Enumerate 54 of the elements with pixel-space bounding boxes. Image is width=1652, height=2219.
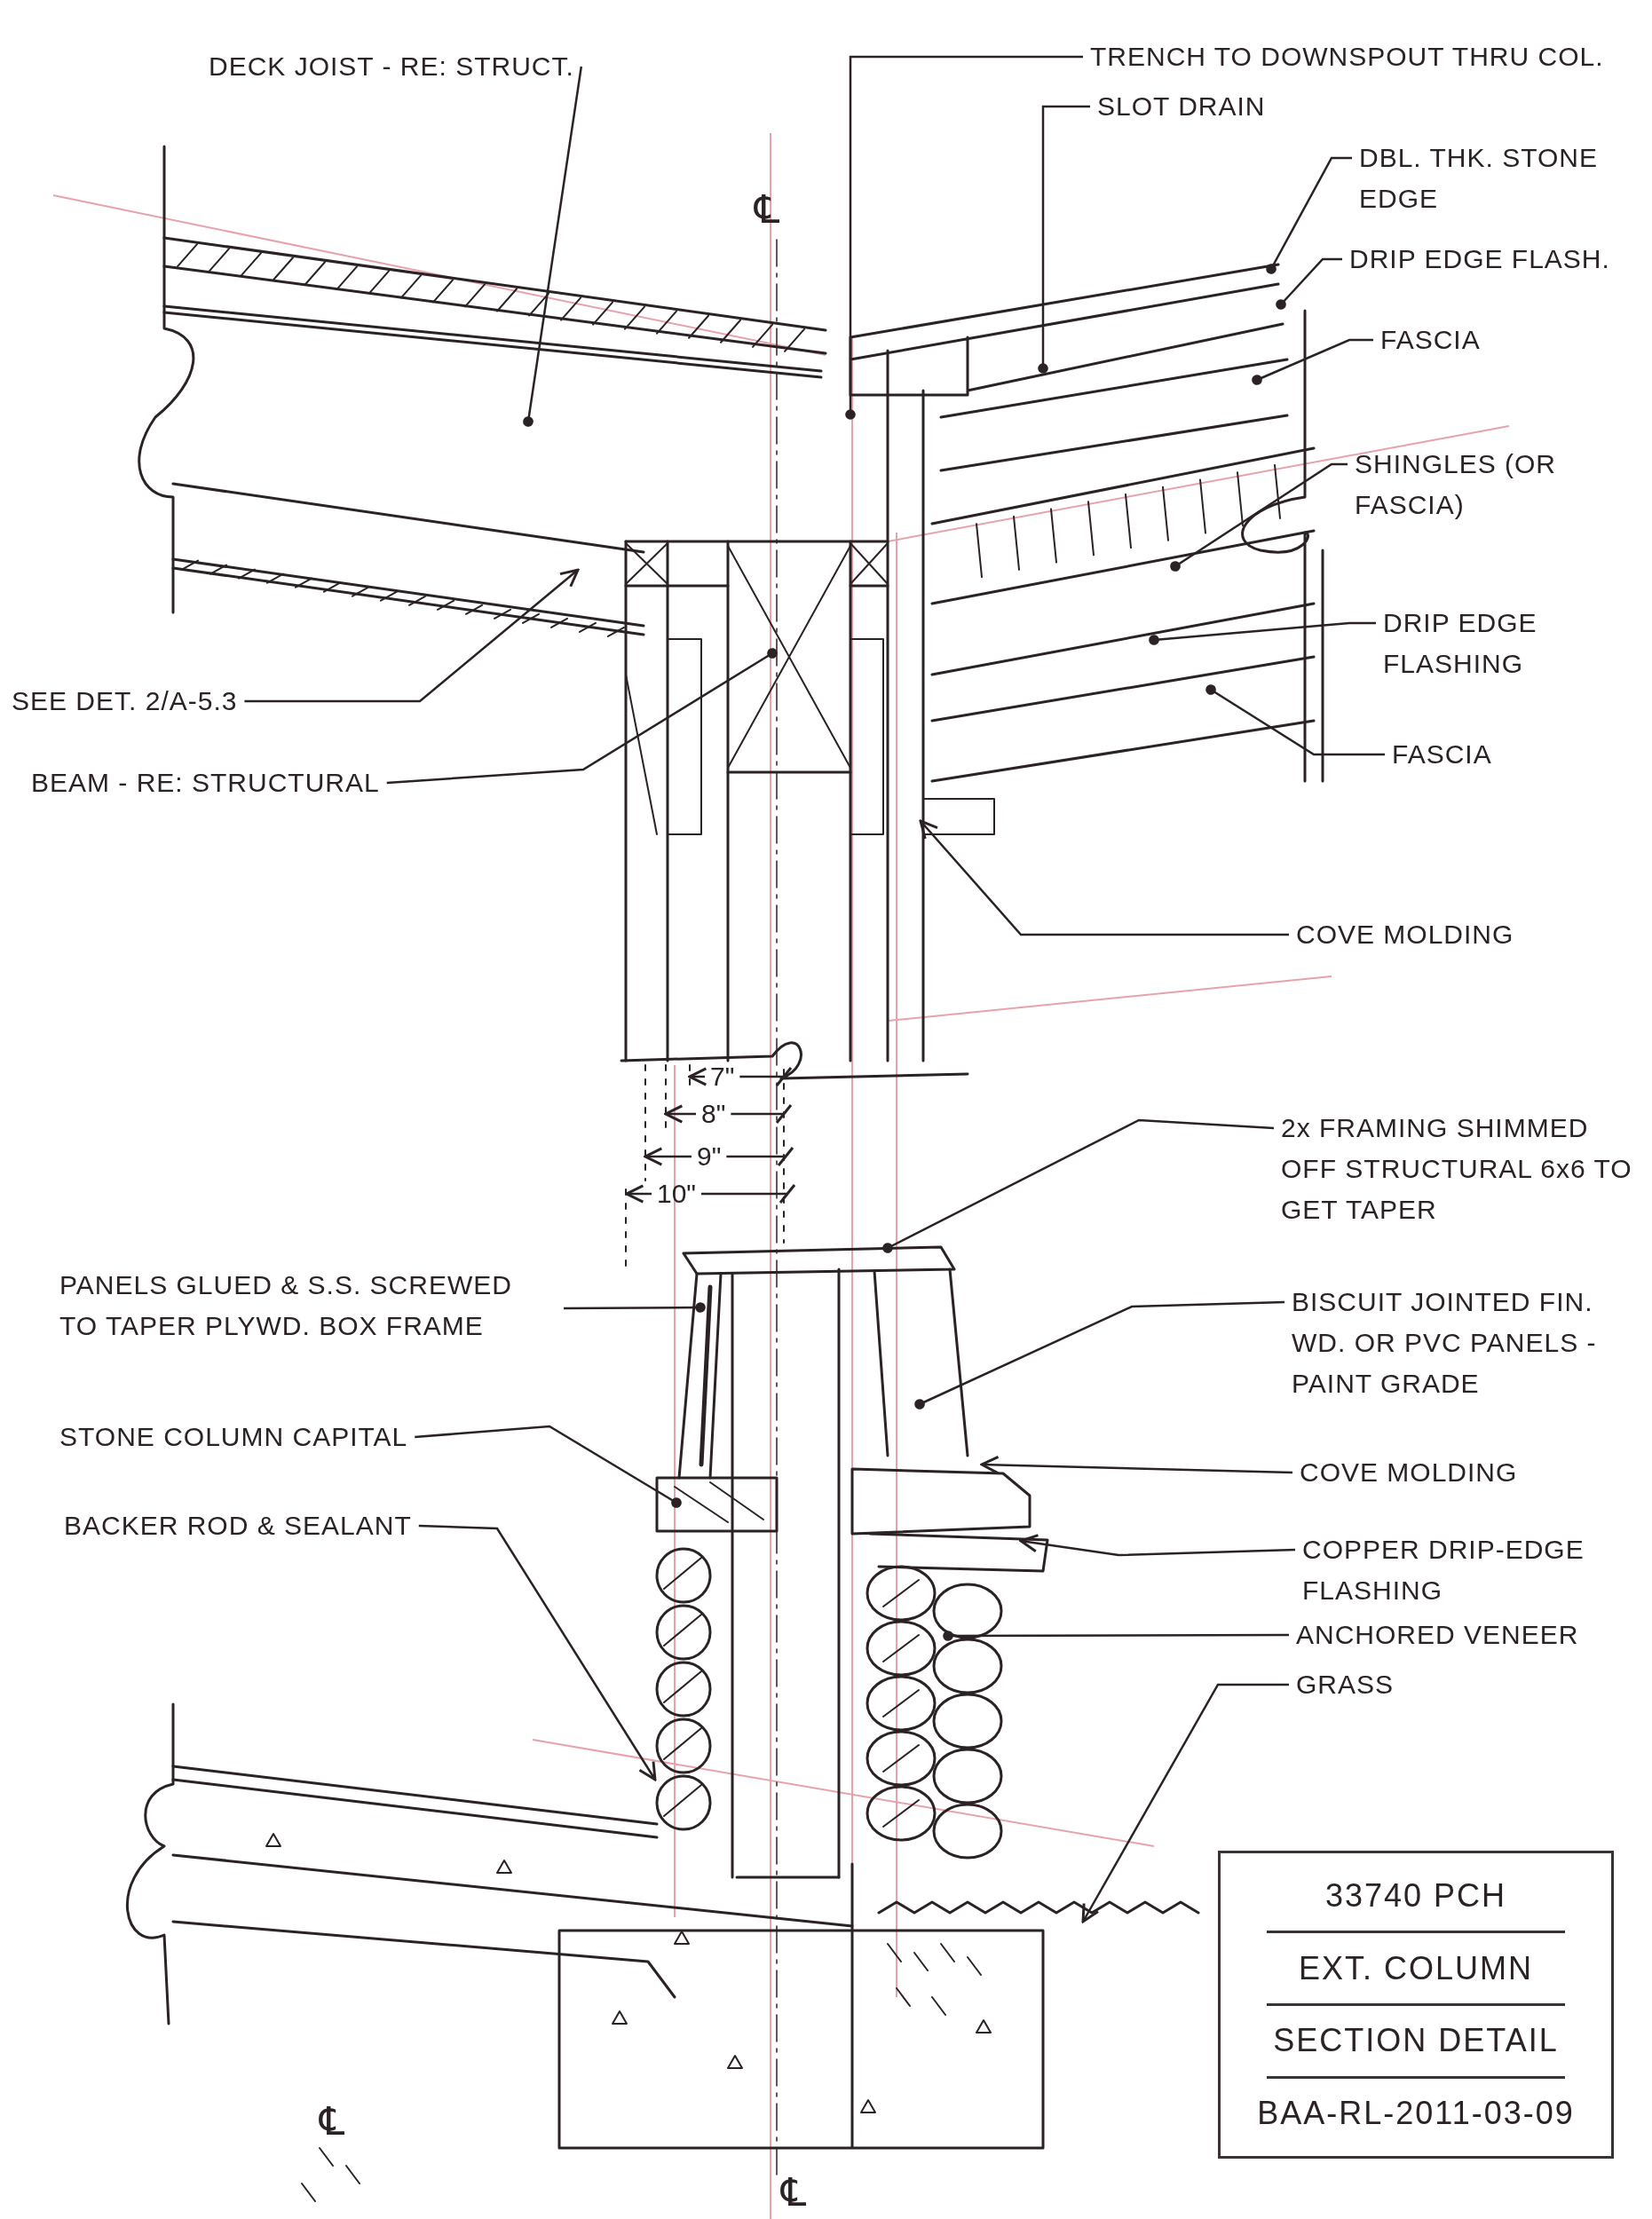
callout-label: TRENCH TO DOWNSPOUT THRU COL. <box>1090 41 1604 73</box>
leader-line <box>1038 105 1090 374</box>
title-text: EXT. COLUMN <box>1298 1949 1533 1987</box>
callout-label: PANELS GLUED & S.S. SCREWED TO TAPER PLYWD. BOX FRAME <box>59 1265 557 1346</box>
title-text: 33740 PCH <box>1324 1877 1507 1915</box>
leader-line <box>943 1631 1289 1641</box>
dimension-label: 9" <box>697 1141 722 1173</box>
callout-label: DRIP EDGE FLASH. <box>1349 243 1610 275</box>
leader-line <box>980 1455 1293 1475</box>
dimension-label: 7" <box>710 1061 735 1093</box>
leader-line <box>1205 684 1385 756</box>
callout-label: SLOT DRAIN <box>1097 91 1266 122</box>
callout-label: SEE DET. 2/A-5.3 <box>12 685 238 717</box>
dimension-label: 8" <box>701 1098 726 1130</box>
leader-line <box>1266 156 1352 274</box>
callout-label: GRASS <box>1296 1669 1395 1701</box>
callout-label: ANCHORED VENEER <box>1296 1619 1579 1651</box>
leader-line <box>386 648 778 785</box>
callout-label: COVE MOLDING <box>1296 919 1514 951</box>
leader-line <box>1019 1534 1296 1557</box>
callout-label: COPPER DRIP-EDGE FLASHING <box>1302 1529 1595 1611</box>
callout-label: SHINGLES (OR FASCIA) <box>1355 444 1585 525</box>
leader-line <box>1170 462 1348 572</box>
leader-line <box>914 1300 1285 1410</box>
leader-line <box>845 55 1083 420</box>
leader-line <box>564 1302 706 1313</box>
centerline-symbol: ℄ <box>755 187 780 232</box>
callout-label: COVE MOLDING <box>1300 1457 1518 1489</box>
callout-label: FASCIA <box>1380 324 1481 356</box>
callout-label: FASCIA <box>1392 738 1492 770</box>
leader-line <box>1276 257 1342 310</box>
callout-label: DECK JOIST - RE: STRUCT. <box>209 51 574 83</box>
leader-line <box>418 1524 657 1781</box>
callout-label: DBL. THK. STONE EDGE <box>1359 138 1625 219</box>
callout-label: STONE COLUMN CAPITAL <box>59 1421 408 1453</box>
leader-line <box>415 1425 682 1508</box>
centerline-symbol: ℄ <box>320 2099 345 2144</box>
callout-label: DRIP EDGE FLASHING <box>1383 603 1605 684</box>
title-text: SECTION DETAIL <box>1273 2022 1559 2060</box>
leader-line <box>523 66 583 427</box>
callout-label: BEAM - RE: STRUCTURAL <box>31 767 380 799</box>
dimension-label: 10" <box>657 1178 697 1210</box>
centerline-symbol: ℄ <box>781 2170 807 2215</box>
leader-line <box>919 819 1289 936</box>
callout-label: BISCUIT JOINTED FIN. WD. OR PVC PANELS - PAINT GRADE <box>1292 1282 1629 1404</box>
callout-label: 2x FRAMING SHIMMED OFF STRUCTURAL 6x6 TO GET TAPER <box>1281 1108 1636 1230</box>
title-block <box>1218 1851 1614 2159</box>
leader-line <box>882 1118 1275 1253</box>
leader-line <box>1149 621 1376 645</box>
callout-label: BACKER ROD & SEALANT <box>64 1510 412 1542</box>
leader-line <box>1252 338 1373 385</box>
leader-line <box>1081 1683 1289 1923</box>
leader-line <box>244 568 580 703</box>
title-text: BAA-RL-2011-03-09 <box>1257 2094 1575 2132</box>
